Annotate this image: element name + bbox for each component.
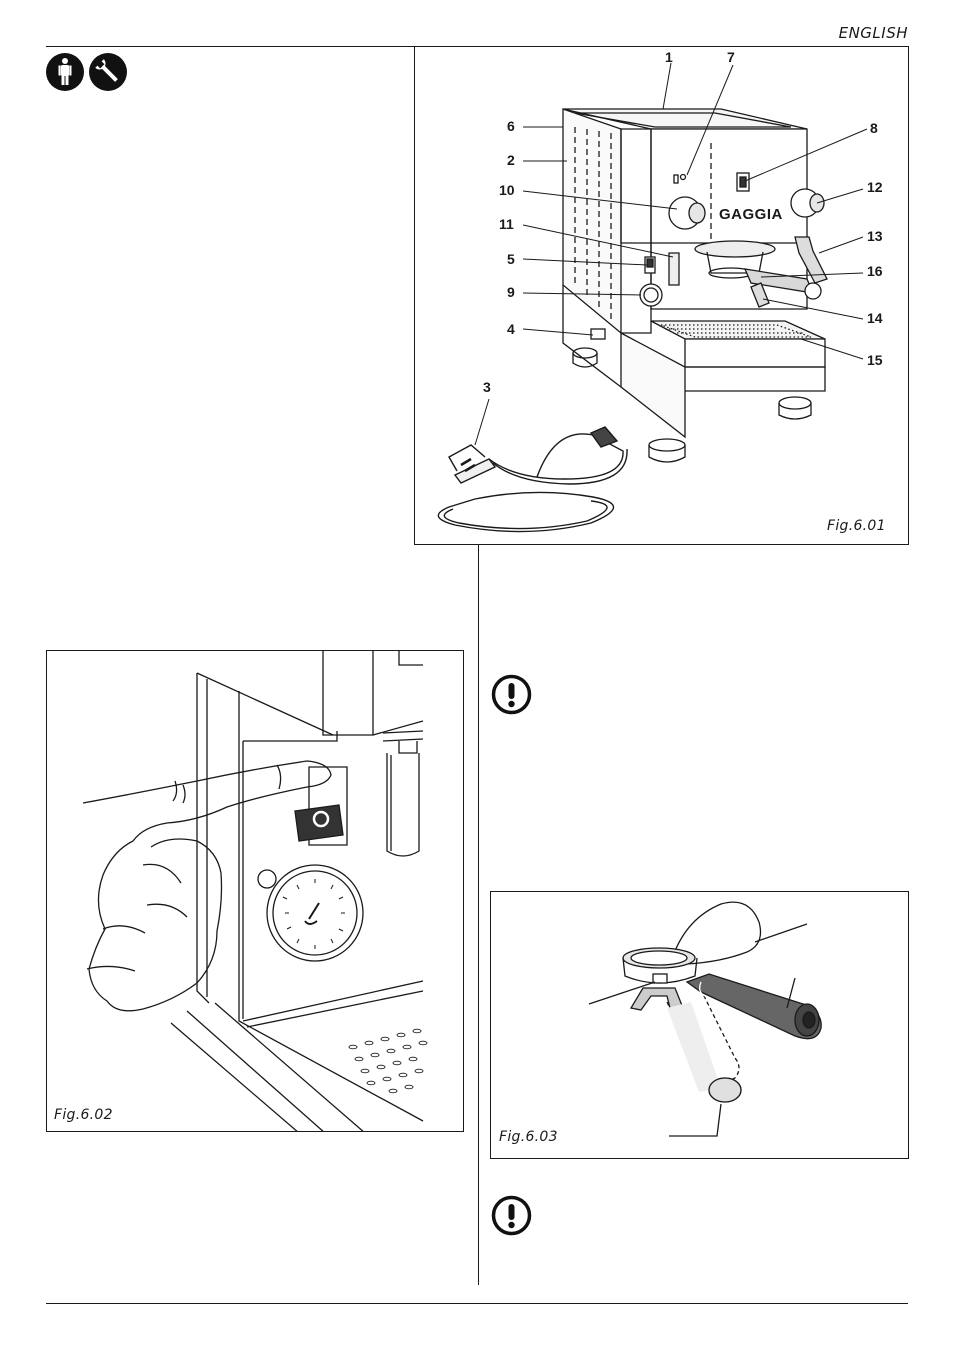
language-label: ENGLISH xyxy=(838,24,908,42)
power-switch-drawing xyxy=(82,651,428,1131)
column-divider xyxy=(478,544,479,1285)
callout-15: 15 xyxy=(867,352,883,368)
callout-3: 3 xyxy=(483,379,491,395)
callout-16: 16 xyxy=(867,263,883,279)
figure-caption: Fig.6.01 xyxy=(827,518,886,534)
espresso-machine-drawing: GAGGIA xyxy=(437,62,868,533)
figure-caption: Fig.6.02 xyxy=(54,1107,113,1123)
portafilter-drawing xyxy=(588,901,822,1137)
footer-rule xyxy=(46,1303,908,1304)
callout-9: 9 xyxy=(507,284,515,300)
callout-1: 1 xyxy=(665,49,673,65)
exclamation-icon xyxy=(491,1195,532,1236)
wrench-icon xyxy=(89,53,127,91)
operator-icon xyxy=(46,53,84,91)
figure-caption: Fig.6.03 xyxy=(499,1129,558,1145)
callout-7: 7 xyxy=(727,49,735,65)
callout-5: 5 xyxy=(507,251,515,267)
figure-6-02: Fig.6.02 xyxy=(46,650,464,1132)
callout-4: 4 xyxy=(507,321,515,337)
brand-logo-text: GAGGIA xyxy=(719,206,783,223)
callout-12: 12 xyxy=(867,179,883,195)
callout-10: 10 xyxy=(499,182,515,198)
figure-6-03: Fig.6.03 xyxy=(490,891,909,1159)
callout-2: 2 xyxy=(507,152,515,168)
callout-8: 8 xyxy=(870,120,878,136)
callout-14: 14 xyxy=(867,310,883,326)
callout-11: 11 xyxy=(499,216,514,232)
callout-6: 6 xyxy=(507,118,515,134)
exclamation-icon xyxy=(491,674,532,715)
callout-13: 13 xyxy=(867,228,883,244)
figure-6-01: GAGGIA xyxy=(414,46,909,545)
